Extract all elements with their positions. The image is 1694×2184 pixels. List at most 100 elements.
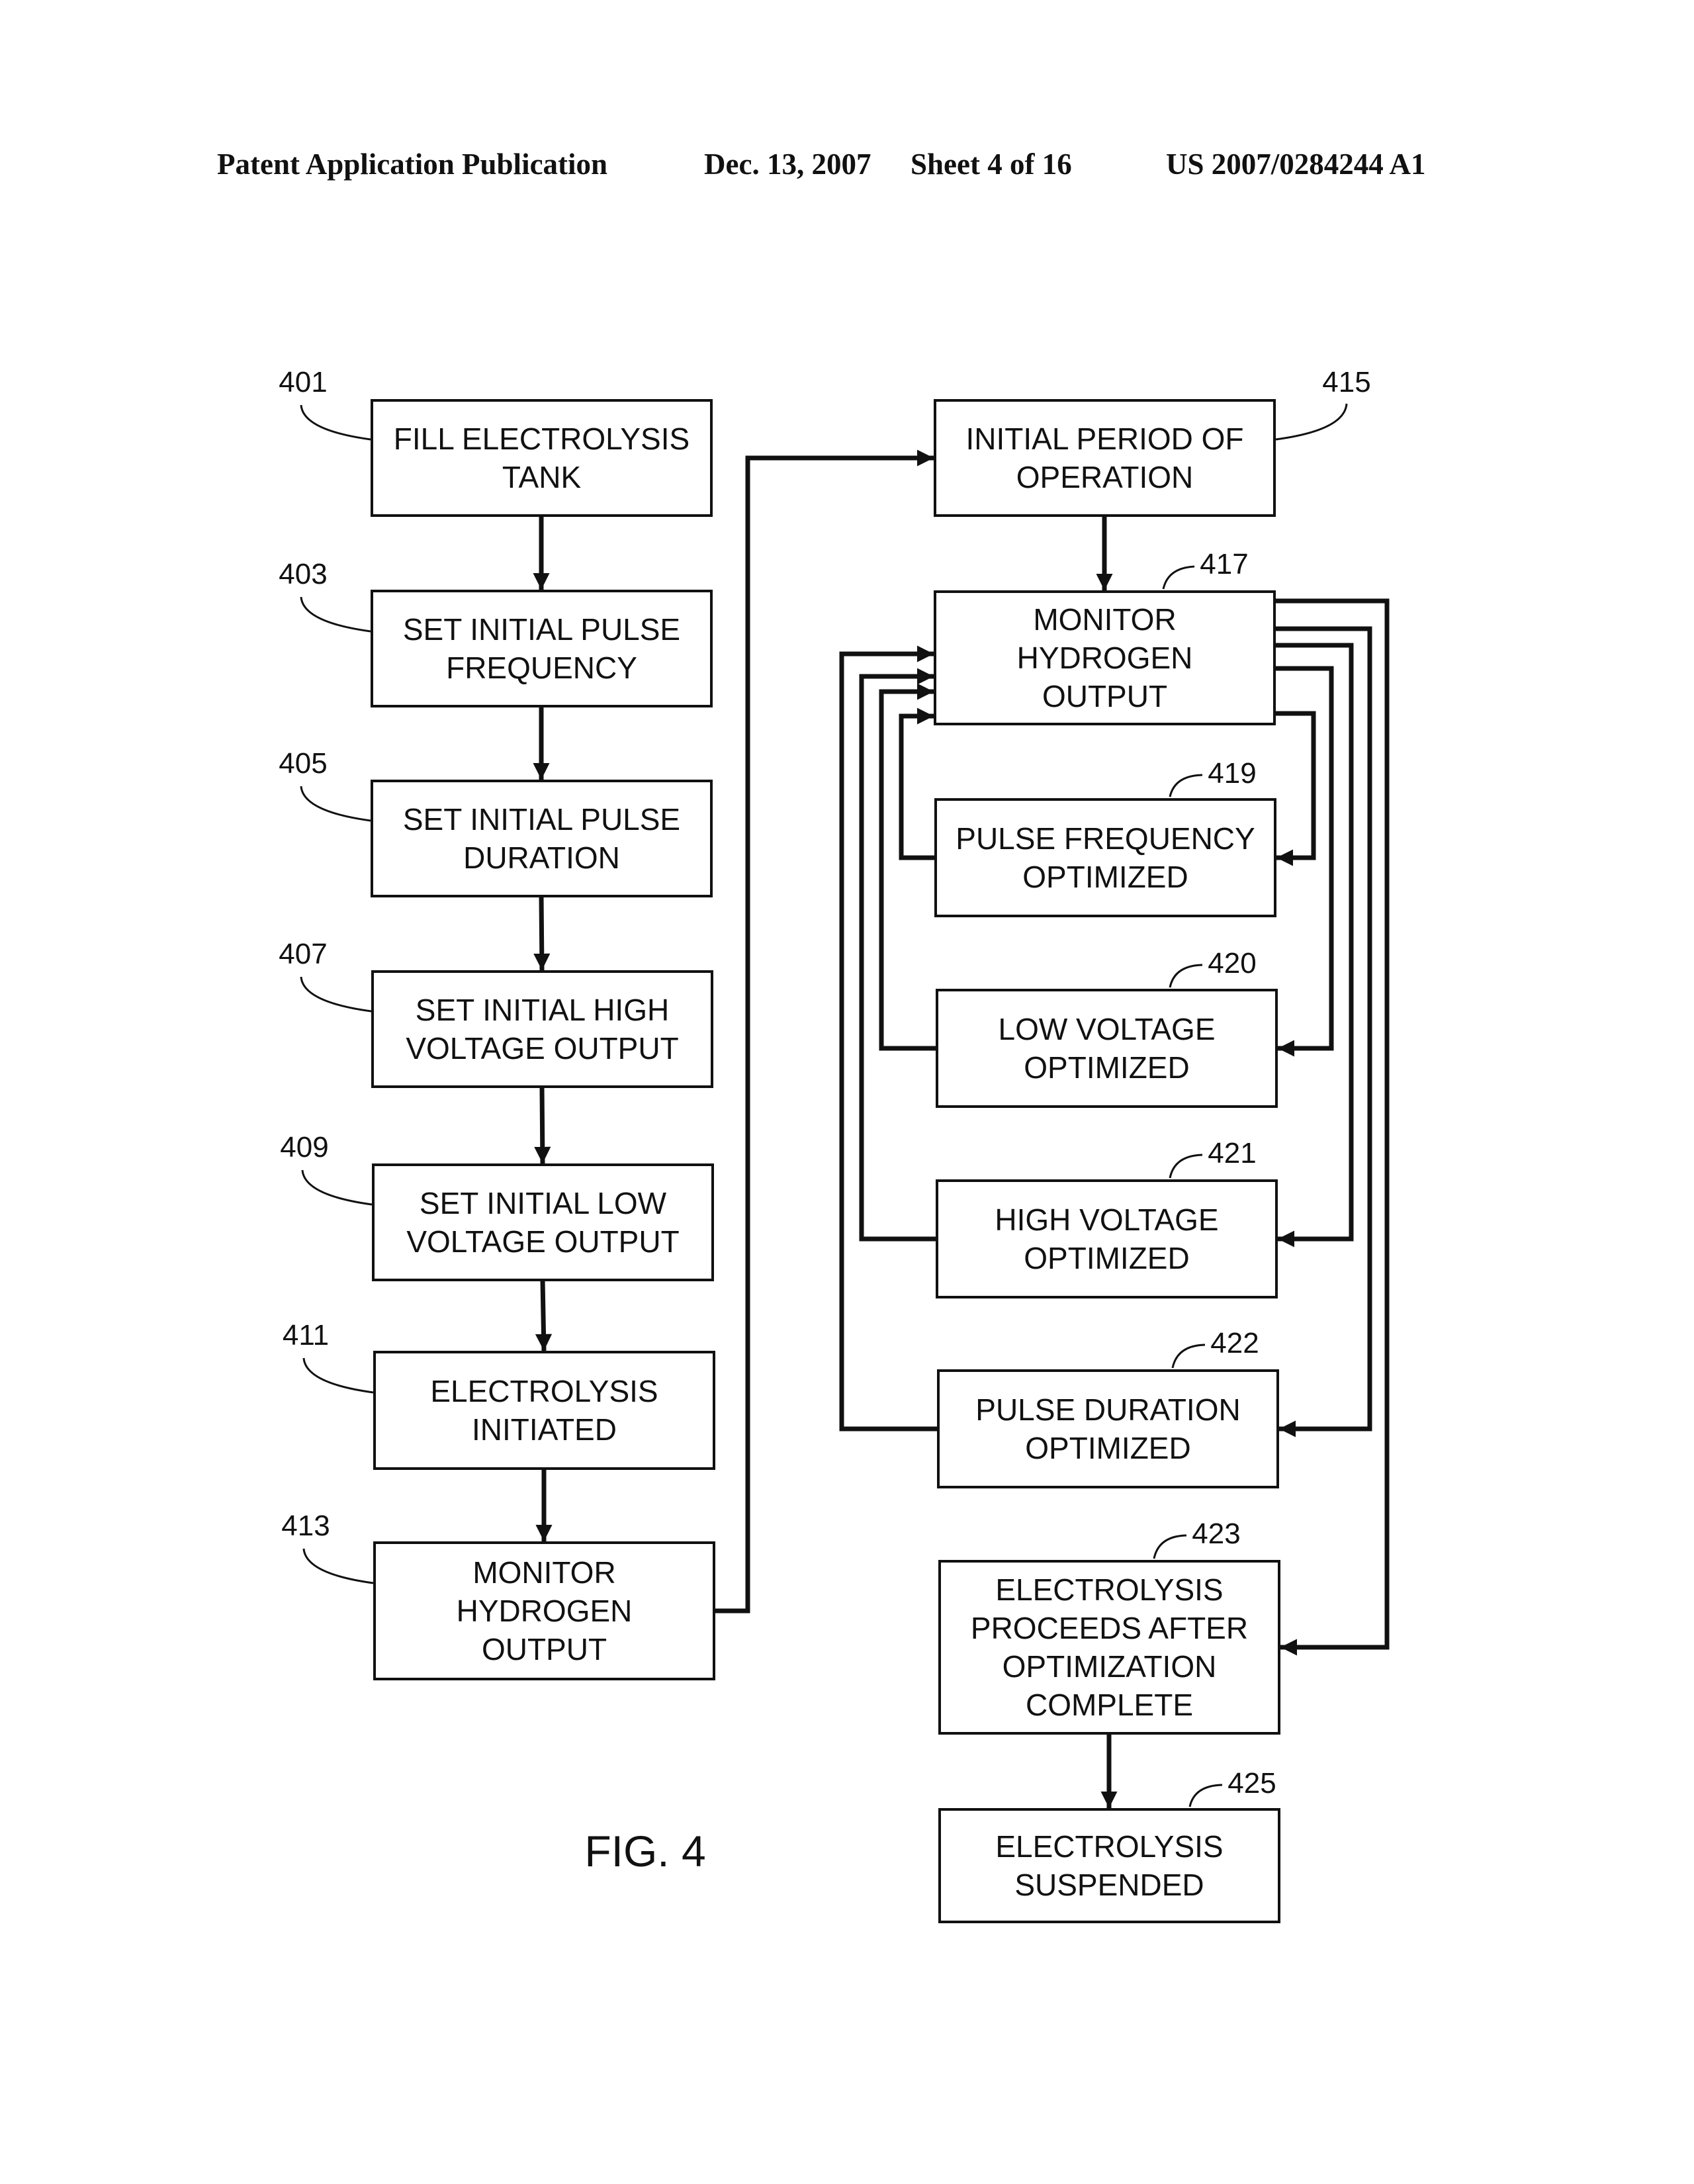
step-407-line-1: SET INITIAL HIGH	[416, 993, 669, 1027]
ref-423-leader	[1154, 1535, 1186, 1559]
step-407: SET INITIAL HIGH VOLTAGE OUTPUT	[373, 972, 712, 1087]
step-405-line-2: DURATION	[463, 841, 620, 875]
step-422: PULSE DURATION OPTIMIZED	[938, 1371, 1278, 1487]
step-417-line-2: HYDROGEN	[1017, 641, 1193, 675]
ref-420-leader	[1170, 965, 1202, 987]
ref-411-label: 411	[283, 1319, 329, 1351]
step-423-line-2: PROCEEDS AFTER	[971, 1611, 1248, 1645]
arrow-417-to-422	[1274, 629, 1370, 1429]
arrow-407-to-409	[542, 1087, 543, 1163]
ref-413-leader	[304, 1549, 373, 1583]
arrow-420-to-417	[881, 692, 937, 1048]
step-407-line-2: VOLTAGE OUTPUT	[406, 1031, 678, 1066]
step-421-line-1: HIGH VOLTAGE	[995, 1203, 1218, 1237]
arrow-413-to-415	[714, 458, 934, 1611]
step-415-line-1: INITIAL PERIOD OF	[965, 422, 1243, 456]
step-409: SET INITIAL LOW VOLTAGE OUTPUT	[373, 1165, 713, 1280]
ref-425-label: 425	[1227, 1767, 1276, 1799]
ref-401-label: 401	[279, 366, 327, 398]
step-421: HIGH VOLTAGE OPTIMIZED	[937, 1181, 1276, 1297]
step-423-line-1: ELECTROLYSIS	[995, 1572, 1223, 1607]
step-420-line-2: OPTIMIZED	[1024, 1050, 1189, 1085]
step-409-line-1: SET INITIAL LOW	[420, 1186, 667, 1220]
step-425-line-1: ELECTROLYSIS	[995, 1829, 1223, 1864]
step-423: ELECTROLYSIS PROCEEDS AFTER OPTIMIZATION CO…	[940, 1561, 1279, 1733]
step-415-box	[935, 400, 1274, 516]
step-409-box	[373, 1165, 713, 1280]
ref-417-leader	[1163, 567, 1194, 589]
step-415: INITIAL PERIOD OF OPERATION	[935, 400, 1274, 516]
arrow-417-to-419	[1274, 713, 1314, 858]
ref-419-leader	[1170, 775, 1202, 797]
step-425-line-2: SUSPENDED	[1014, 1868, 1204, 1902]
step-407-box	[373, 972, 712, 1087]
step-425: ELECTROLYSIS SUSPENDED	[940, 1809, 1279, 1922]
step-411-line-2: INITIATED	[472, 1412, 617, 1447]
ref-403-leader	[301, 597, 371, 631]
step-417: MONITORHYDROGENOUTPUT	[935, 592, 1274, 724]
step-403-line-2: FREQUENCY	[446, 651, 637, 685]
ref-403-label: 403	[279, 558, 327, 590]
step-411: ELECTROLYSIS INITIATED	[375, 1352, 714, 1469]
step-423-line-3: OPTIMIZATION	[1003, 1649, 1217, 1684]
ref-417-label: 417	[1200, 548, 1248, 580]
step-422-line-1: PULSE DURATION	[975, 1392, 1240, 1427]
process-boxes: FILL ELECTROLYSIS TANK SET INITIAL PULSE FR…	[372, 400, 1279, 1922]
step-401-line-1: FILL ELECTROLYSIS	[394, 422, 690, 456]
ref-401-leader	[301, 405, 371, 439]
step-422-line-2: OPTIMIZED	[1025, 1431, 1190, 1465]
step-421-line-2: OPTIMIZED	[1024, 1241, 1189, 1275]
ref-405-label: 405	[279, 747, 327, 780]
step-405-line-1: SET INITIAL PULSE	[403, 802, 680, 837]
arrow-409-to-411	[543, 1280, 544, 1351]
ref-425-leader	[1190, 1785, 1222, 1807]
step-403-box	[372, 591, 711, 706]
ref-407-leader	[301, 977, 371, 1011]
step-422-box	[938, 1371, 1278, 1487]
ref-422-label: 422	[1210, 1327, 1259, 1359]
step-419-line-2: OPTIMIZED	[1022, 860, 1188, 894]
figure-label: FIG. 4	[584, 1827, 705, 1876]
arrow-419-to-417	[901, 716, 936, 858]
step-405-box	[372, 781, 711, 896]
step-419-line-1: PULSE FREQUENCY	[956, 821, 1255, 856]
step-403: SET INITIAL PULSE FREQUENCY	[372, 591, 711, 706]
step-419: PULSE FREQUENCY OPTIMIZED	[936, 799, 1275, 916]
step-417-line-1: MONITOR	[1033, 602, 1176, 637]
step-421-box	[937, 1181, 1276, 1297]
ref-422-leader	[1173, 1345, 1205, 1368]
ref-421-leader	[1170, 1155, 1202, 1178]
step-401-line-2: TANK	[502, 460, 582, 494]
step-415-line-2: OPERATION	[1016, 460, 1194, 494]
step-411-line-1: ELECTROLYSIS	[430, 1374, 658, 1408]
step-423-line-4: COMPLETE	[1026, 1688, 1193, 1722]
step-411-box	[375, 1352, 714, 1469]
ref-423-label: 423	[1192, 1518, 1240, 1550]
ref-420-label: 420	[1208, 947, 1256, 979]
ref-413-label: 413	[281, 1510, 330, 1542]
ref-411-leader	[304, 1358, 373, 1392]
step-413-line-1: MONITOR	[472, 1555, 615, 1590]
step-403-line-1: SET INITIAL PULSE	[403, 612, 680, 647]
step-413-line-3: OUTPUT	[482, 1632, 607, 1666]
step-425-box	[940, 1809, 1279, 1922]
ref-415-leader	[1276, 404, 1347, 439]
step-420-box	[937, 990, 1276, 1107]
step-413-line-2: HYDROGEN	[457, 1594, 633, 1628]
ref-409-label: 409	[280, 1131, 328, 1163]
ref-419-label: 419	[1208, 757, 1256, 790]
step-419-box	[936, 799, 1275, 916]
step-420: LOW VOLTAGE OPTIMIZED	[937, 990, 1276, 1107]
step-401-box	[372, 400, 711, 516]
ref-415-label: 415	[1322, 366, 1370, 398]
ref-405-leader	[301, 786, 371, 821]
step-420-line-1: LOW VOLTAGE	[998, 1012, 1215, 1046]
step-401: FILL ELECTROLYSIS TANK	[372, 400, 711, 516]
step-409-line-2: VOLTAGE OUTPUT	[406, 1224, 679, 1259]
step-413: MONITOR HYDROGEN OUTPUT	[375, 1543, 714, 1679]
arrow-422-to-417	[842, 654, 938, 1429]
ref-421-label: 421	[1208, 1137, 1256, 1169]
ref-409-leader	[302, 1170, 372, 1205]
